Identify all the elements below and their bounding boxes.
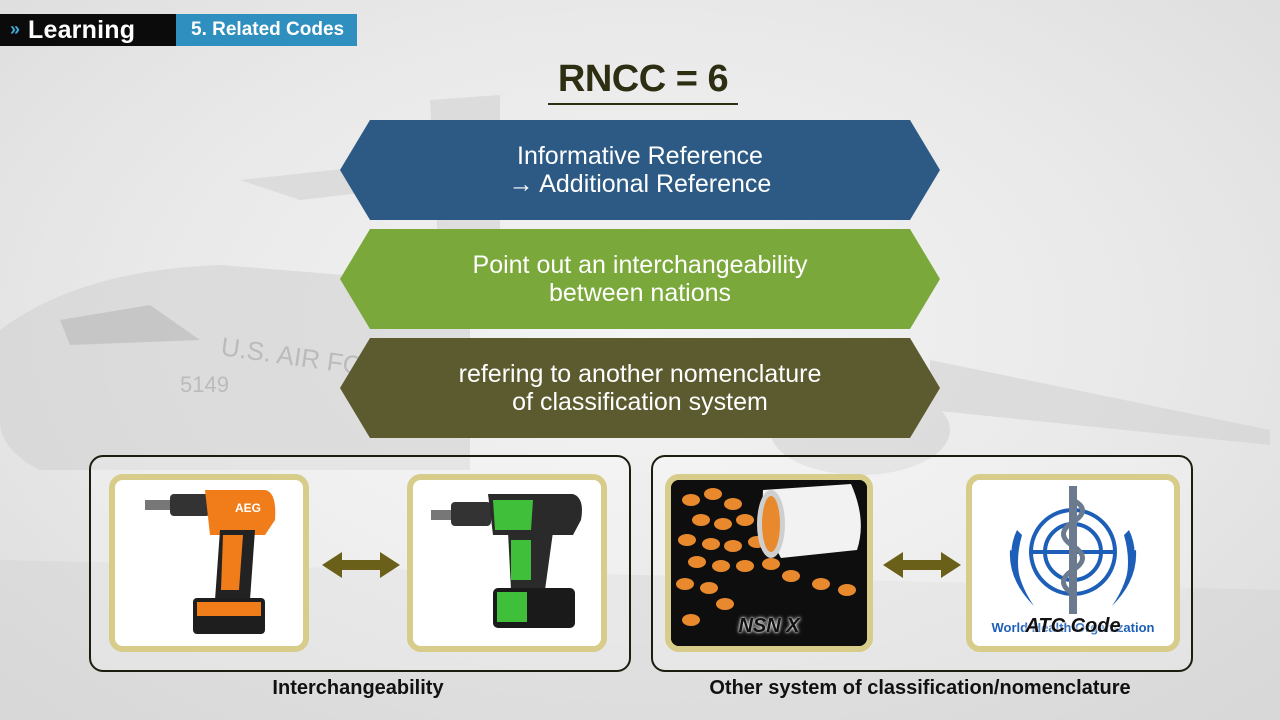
green-drill-card — [407, 474, 607, 652]
svg-text:AEG: AEG — [235, 501, 261, 515]
classification-group: NSN X World Health Organization ATC Code — [651, 455, 1193, 672]
banner-shape — [340, 229, 940, 329]
banner-line: of classification system — [512, 388, 768, 416]
classification-caption: Other system of classification/nomenclat… — [709, 677, 1131, 699]
banner-line: → Additional Reference — [508, 170, 772, 198]
banner-shape — [340, 338, 940, 438]
double-arrow-icon — [322, 552, 400, 578]
banner-line: refering to another nomenclature — [458, 360, 822, 388]
who-logo-image: World Health Organization — [972, 480, 1174, 646]
interchangeability-group: AEG — [89, 455, 631, 672]
title-underline — [548, 103, 738, 105]
who-logo-card: World Health Organization ATC Code — [966, 474, 1180, 652]
banner-line: between nations — [548, 279, 732, 307]
double-chevron-icon: » — [10, 19, 21, 39]
pills-card: NSN X — [665, 474, 873, 652]
banner-interchangeability: Point out an interchangeability between … — [340, 229, 940, 329]
page-title: RNCC = 6 — [557, 58, 729, 100]
pills-image — [671, 480, 867, 646]
green-drill-image — [413, 480, 601, 646]
orange-drill-card: AEG — [109, 474, 309, 652]
orange-drill-image: AEG — [115, 480, 303, 646]
topic-tag: 5. Related Codes — [176, 14, 358, 46]
nsn-label: NSN X — [738, 615, 800, 637]
double-arrow-icon — [883, 552, 961, 578]
banner-informative-reference: Informative Reference → Additional Refer… — [340, 120, 940, 220]
atc-code-label: ATC Code — [1025, 615, 1121, 637]
banner-other-nomenclature: refering to another nomenclature of clas… — [340, 338, 940, 438]
banner-line: Point out an interchangeability — [472, 251, 808, 279]
banner-shape — [340, 120, 940, 220]
svg-text:5149: 5149 — [180, 372, 229, 397]
banner-line: Informative Reference — [517, 142, 763, 170]
svg-text:World Health Organization: World Health Organization — [992, 620, 1155, 635]
section-tag: » Learning — [0, 14, 176, 46]
section-title: Learning — [28, 15, 136, 44]
section-header: » Learning 5. Related Codes — [0, 14, 358, 46]
interchangeability-caption: Interchangeability — [272, 677, 444, 699]
